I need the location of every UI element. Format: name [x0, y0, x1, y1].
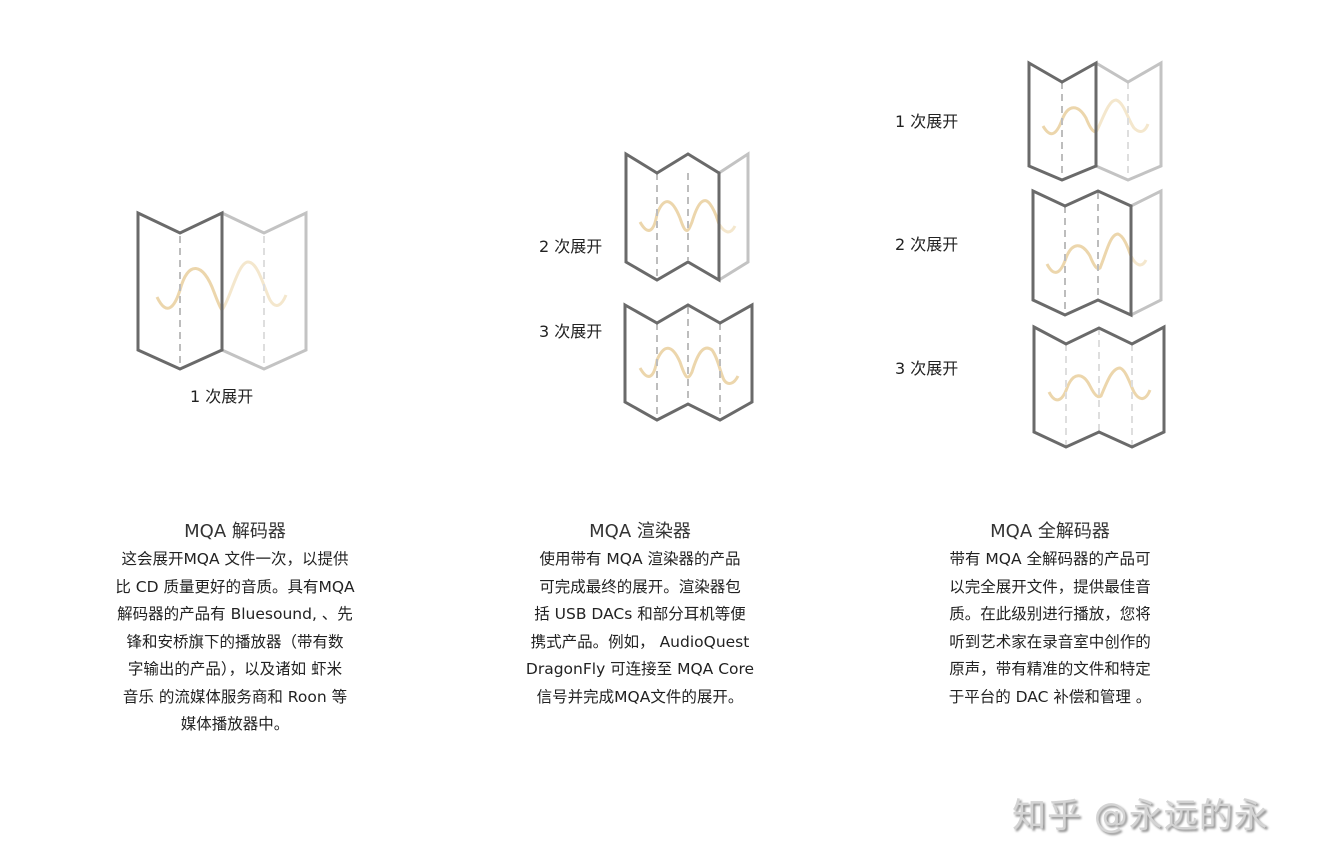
body-line: 于平台的 DAC 补偿和管理 。 [948, 687, 1152, 706]
body-line: 可完成最终的展开。渲染器包 [539, 577, 741, 596]
body-line: 带有 MQA 全解码器的产品可 [949, 550, 1151, 568]
renderer-unfold-2-label: 2 次展开 [539, 237, 603, 256]
full-decoder-body: 带有 MQA 全解码器的产品可 以完全展开文件，提供最佳音 质。在此级别进行播放… [905, 546, 1195, 711]
body-line: 解码器的产品有 Bluesound, 、先 [117, 605, 353, 623]
full-decoder-unfold-2-label: 2 次展开 [895, 235, 959, 254]
renderer-description: MQA 渲染器 使用带有 MQA 渲染器的产品 可完成最终的展开。渲染器包 括 … [495, 518, 785, 711]
body-line: 比 CD 质量更好的音质。具有MQA [115, 577, 355, 596]
body-line: 信号并完成MQA文件的展开。 [536, 687, 744, 706]
body-line: 锋和安桥旗下的播放器（带有数 [126, 632, 344, 651]
decoder-body: 这会展开MQA 文件一次，以提供 比 CD 质量更好的音质。具有MQA 解码器的… [80, 546, 390, 739]
body-line: 这会展开MQA 文件一次，以提供 [121, 550, 349, 568]
body-line: 以完全展开文件，提供最佳音 [949, 577, 1151, 596]
body-line: 媒体播放器中。 [180, 715, 290, 733]
full-decoder-title: MQA 全解码器 [990, 521, 1110, 542]
body-line: 括 USB DACs 和部分耳机等便 [534, 605, 746, 623]
full-decoder-description: MQA 全解码器 带有 MQA 全解码器的产品可 以完全展开文件，提供最佳音 质… [905, 518, 1195, 711]
body-line: 质。在此级别进行播放，您将 [949, 605, 1151, 623]
decoder-unfold-label: 1 次展开 [190, 387, 254, 406]
decoder-description: MQA 解码器 这会展开MQA 文件一次，以提供 比 CD 质量更好的音质。具有… [80, 518, 390, 739]
decoder-unfold-1-icon [136, 210, 308, 371]
renderer-unfold-3-icon [623, 302, 754, 422]
body-line: DragonFly 可连接至 MQA Core [525, 660, 755, 678]
watermark: 知乎 @永远的永 [1012, 796, 1269, 836]
renderer-body: 使用带有 MQA 渲染器的产品 可完成最终的展开。渲染器包 括 USB DACs… [495, 546, 785, 711]
full-decoder-unfold-3-label: 3 次展开 [895, 359, 959, 378]
full-decoder-unfold-3-icon [1032, 324, 1166, 449]
full-decoder-unfold-2-icon [1031, 188, 1163, 318]
decoder-title: MQA 解码器 [184, 521, 286, 542]
body-line: 字输出的产品），以及诸如 虾米 [127, 660, 343, 678]
renderer-unfold-2-icon [624, 151, 750, 283]
full-decoder-unfold-1-icon [1027, 60, 1163, 182]
body-line: 使用带有 MQA 渲染器的产品 [539, 550, 741, 568]
renderer-title: MQA 渲染器 [589, 521, 691, 542]
body-line: 携式产品。例如， AudioQuest [530, 632, 750, 651]
renderer-unfold-3-label: 3 次展开 [539, 322, 603, 341]
full-decoder-unfold-1-label: 1 次展开 [895, 112, 959, 131]
body-line: 原声，带有精准的文件和特定 [949, 660, 1151, 678]
body-line: 音乐 的流媒体服务商和 Roon 等 [122, 687, 348, 706]
body-line: 听到艺术家在录音室中创作的 [949, 632, 1151, 651]
